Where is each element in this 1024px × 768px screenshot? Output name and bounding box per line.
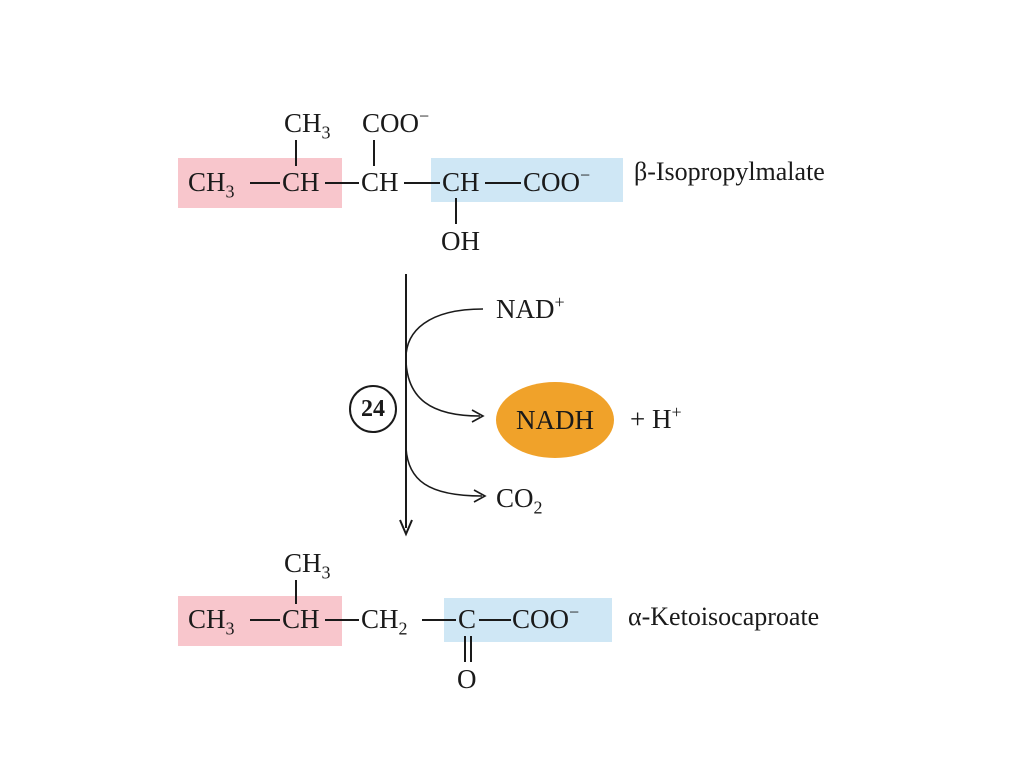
product-bond-ch3-top [295,580,297,604]
product-coo: COO− [512,602,580,634]
proton: + H+ [630,402,682,434]
reactant-bond-2 [325,182,359,184]
product-ch: CH [282,604,320,634]
nadh-oval: NADH [496,382,614,458]
product-double-bond-b [470,636,472,662]
product-c: C [458,604,477,634]
product-ch2: CH2 [361,604,408,639]
reactant-bond-1 [250,182,280,184]
cofactor-nad-plus: NAD+ [496,292,565,324]
reactant-name: β-Isopropylmalate [634,157,825,186]
reactant-ch3-top: CH3 [284,108,331,143]
reactant-coo-top: COO− [362,106,430,138]
product-o: O [457,664,477,694]
reactant-coo-right: COO− [523,165,591,197]
product-bond-2 [325,619,359,621]
product-ch3-top: CH3 [284,548,331,583]
reactant-ch-a: CH [282,167,320,197]
product-isopropyl-highlight [178,596,342,646]
byproduct-co2: CO2 [496,483,543,518]
product-keto-highlight [444,598,612,642]
reactant-bond-ch3-top [295,140,297,166]
reactant-bond-coo-top [373,140,375,166]
reactant-bond-3 [404,182,440,184]
product-name: α-Ketoisocaproate [628,602,820,631]
product-bond-4 [479,619,511,621]
reactant-ch-b: CH [361,167,399,197]
reactant-oh: OH [441,226,480,256]
product-bond-3 [422,619,456,621]
product-ch3-left: CH3 [188,604,235,639]
step-number-badge: 24 [349,385,397,433]
reactant-carboxyl-highlight [431,158,623,202]
reactant-bond-4 [485,182,521,184]
product-bond-1 [250,619,280,621]
reactant-bond-oh [455,198,457,224]
reactant-ch-c: CH [442,167,480,197]
reactant-ch3-left: CH3 [188,167,235,202]
product-double-bond-a [464,636,466,662]
